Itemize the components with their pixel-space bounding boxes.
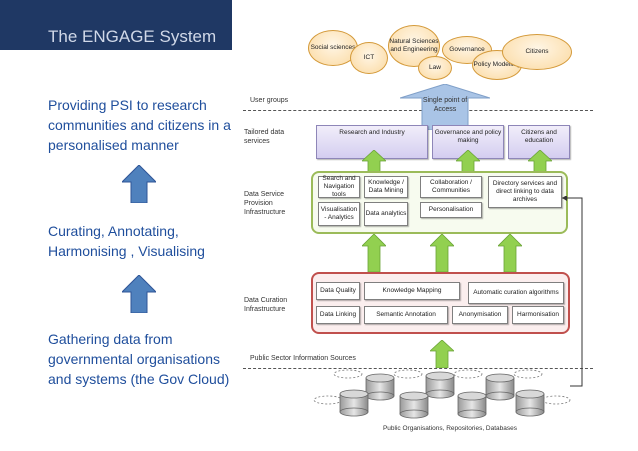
provision-directory-services: Directory services and direct linking to… (488, 176, 562, 208)
green-up-arrow-icon (498, 234, 522, 272)
up-arrow-icon (122, 275, 156, 313)
psi-label: Public Sector Information Sources (250, 355, 356, 362)
curation-data-quality: Data Quality (316, 282, 360, 300)
curation-harmonisation: Harmonisation (512, 306, 564, 324)
tailored-label: Tailored data services (244, 129, 285, 145)
provision-label: Data Service Provision Infrastructure (244, 191, 286, 216)
curating-text: Curating, Annotating, Harmonising , Visu… (48, 223, 205, 259)
access-arrow-icon (400, 84, 490, 130)
divider-line (243, 110, 593, 111)
user-group-social-sciences: Social sciences (308, 30, 358, 66)
green-up-arrow-icon (430, 234, 454, 272)
curation-knowledge-mapping: Knowledge Mapping (364, 282, 460, 300)
database-cluster-icon (313, 369, 571, 419)
access-label: Single point of Access (422, 97, 468, 113)
curation-anonymisation: Anonymisation (452, 306, 508, 324)
user-group-law: Law (418, 56, 452, 80)
green-up-arrow-icon (430, 340, 454, 368)
user-groups-label: User groups (250, 97, 289, 104)
green-up-arrow-icon (362, 150, 386, 174)
connector-line (562, 196, 583, 387)
provision-visualisation: Visualisation - Analytics (318, 202, 360, 226)
user-group-natural-sciences: Natural Sciences and Engineering (388, 25, 440, 67)
up-arrow-icon (122, 165, 156, 203)
divider-line (243, 368, 593, 369)
provision-data-analytics: Data analytics (364, 202, 408, 226)
user-group-ict: ICT (350, 42, 388, 74)
provision-personalisation: Personalisation (420, 202, 482, 218)
green-up-arrow-icon (362, 234, 386, 272)
green-up-arrow-icon (528, 150, 552, 174)
sources-caption: Public Organisations, Repositories, Data… (382, 425, 518, 432)
curation-label: Data Curation Infrastructure (244, 297, 288, 313)
provision-search-navigation: Search and Navigation tools (318, 175, 360, 198)
provision-knowledge-mining: Knowledge / Data Mining (364, 176, 408, 198)
page-title: The ENGAGE System (0, 0, 232, 50)
gathering-text: Gathering data from governmental organis… (48, 331, 230, 387)
provision-collaboration: Collaboration / Communities (420, 176, 482, 198)
user-group-citizens: Citizens (502, 34, 572, 70)
providing-text: Providing PSI to research communities an… (48, 97, 231, 153)
curation-automatic: Automatic curation algorithms (468, 282, 564, 304)
green-up-arrow-icon (456, 150, 480, 174)
curation-data-linking: Data Linking (316, 306, 360, 324)
curation-semantic-annotation: Semantic Annotation (364, 306, 448, 324)
